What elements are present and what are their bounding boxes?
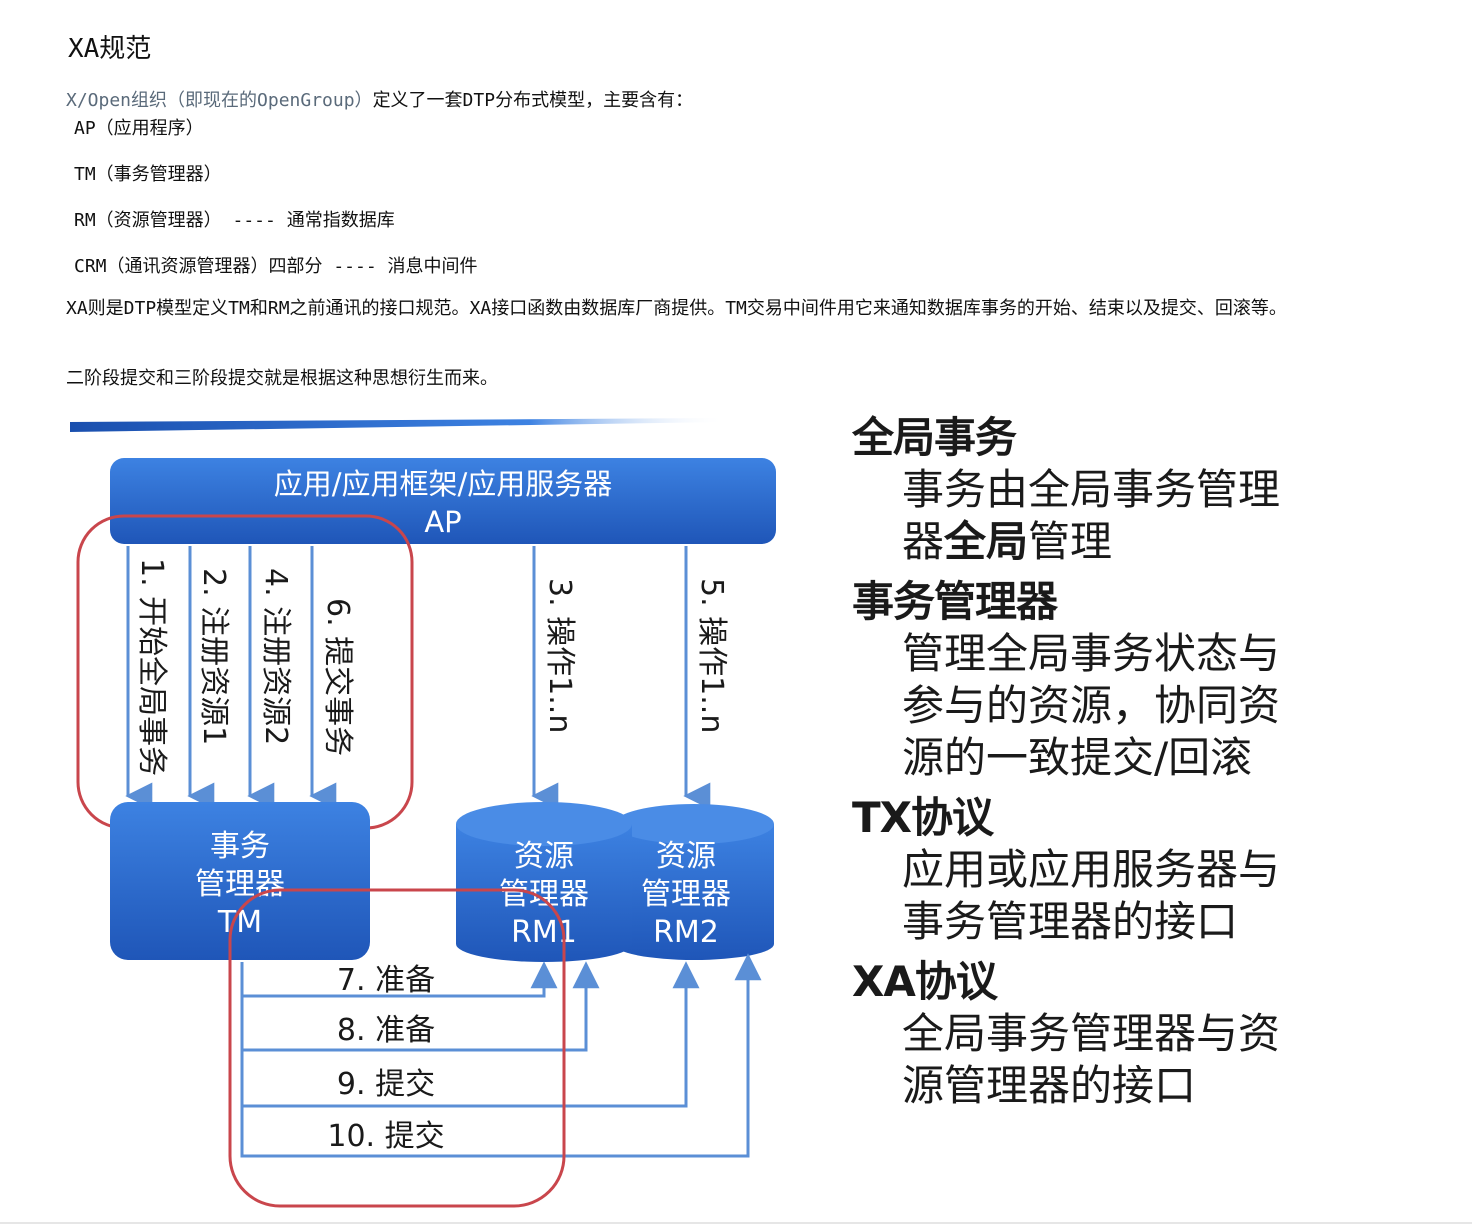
rm1-line1: 资源 (514, 839, 574, 874)
step-3-label: 3. 操作1..n (542, 578, 577, 733)
ap-to-rm-arrows (531, 546, 711, 810)
rm2-cylinder: 资源 管理器 RM2 (614, 804, 774, 960)
step-10-label: 10. 提交 (327, 1119, 444, 1154)
rm1-cylinder: 资源 管理器 RM1 (456, 802, 632, 962)
rm1-line3: RM1 (511, 915, 577, 950)
dtp-diagram: 应用/应用框架/应用服务器 AP 1. 开始全局事务 2. 注册资源1 4. 注… (70, 418, 776, 1208)
tm-to-rm-arrows (240, 953, 762, 1158)
list-item-crm: CRM（通讯资源管理器）四部分 ---- 消息中间件 (74, 256, 478, 277)
highlight-tm-rm (228, 888, 566, 1208)
tx-body: 应用或应用服务器与事务管理器的接口 (902, 845, 1281, 946)
list-item-ap: AP（应用程序） (74, 118, 204, 139)
two-three-phase-paragraph: 二阶段提交和三阶段提交就是根据这种思想衍生而来。 (66, 368, 498, 389)
list-item-rm: RM（资源管理器） ---- 通常指数据库 (74, 210, 395, 231)
rm2-line2: 管理器 (641, 877, 731, 912)
intro-paragraph: X/Open组织（即现在的OpenGroup）定义了一套DTP分布式模型，主要含… (66, 88, 693, 114)
xa-body: 全局事务管理器与资源管理器的接口 (902, 1009, 1281, 1110)
tm-heading: 事务管理器 (852, 577, 1058, 626)
tx-heading: TX协议 (852, 793, 994, 842)
tm-box: 事务 管理器 TM (110, 802, 370, 960)
step-1-label: 1. 开始全局事务 (134, 558, 169, 776)
step-5-label: 5. 操作1..n (694, 578, 729, 733)
list-item-tm: TM（事务管理器） (74, 164, 222, 185)
right-panel: 全局事务 事务由全局事务管理器全局管理 事务管理器 管理全局事务状态与参与的资源… (852, 412, 1372, 1120)
step-6-label: 6. 提交事务 (320, 598, 355, 756)
global-tx-heading: 全局事务 (852, 413, 1017, 462)
tm-body: 管理全局事务状态与参与的资源，协同资源的一致提交/回滚 (902, 629, 1281, 782)
step-4-label: 4. 注册资源2 (258, 568, 293, 745)
bottom-divider (0, 1222, 1472, 1224)
rm2-line3: RM2 (653, 915, 719, 950)
global-tx-body-pre: 事务由全局事务管理器 (902, 465, 1281, 566)
xa-paragraph: XA则是DTP模型定义TM和RM之前通讯的接口规范。XA接口函数由数据库厂商提供… (66, 298, 1287, 319)
tm-box-line1: 事务 (210, 829, 270, 864)
global-tx-body-post: 管理 (1028, 517, 1113, 566)
page-title: XA规范 (68, 34, 152, 64)
intro-rest: 定义了一套DTP分布式模型，主要含有： (372, 90, 694, 111)
rm1-line2: 管理器 (499, 877, 589, 912)
tm-box-line2: 管理器 (195, 867, 285, 902)
xa-heading: XA协议 (852, 957, 998, 1006)
header-accent-bar (70, 418, 726, 432)
ap-to-tm-arrows (125, 546, 337, 810)
intro-lead: X/Open组织（即现在的OpenGroup） (66, 90, 373, 111)
global-tx-body: 事务由全局事务管理器全局管理 (902, 464, 1302, 568)
ap-box-label: 应用/应用框架/应用服务器 (274, 467, 613, 501)
ap-box-abbr: AP (424, 505, 461, 539)
rm2-line1: 资源 (656, 839, 716, 874)
ap-box: 应用/应用框架/应用服务器 AP (110, 458, 776, 544)
global-tx-body-bold: 全局 (944, 517, 1029, 566)
step-9-label: 9. 提交 (337, 1067, 435, 1102)
step-8-label: 8. 准备 (337, 1013, 435, 1048)
step-2-label: 2. 注册资源1 (196, 568, 231, 745)
step-7-label: 7. 准备 (337, 963, 435, 998)
